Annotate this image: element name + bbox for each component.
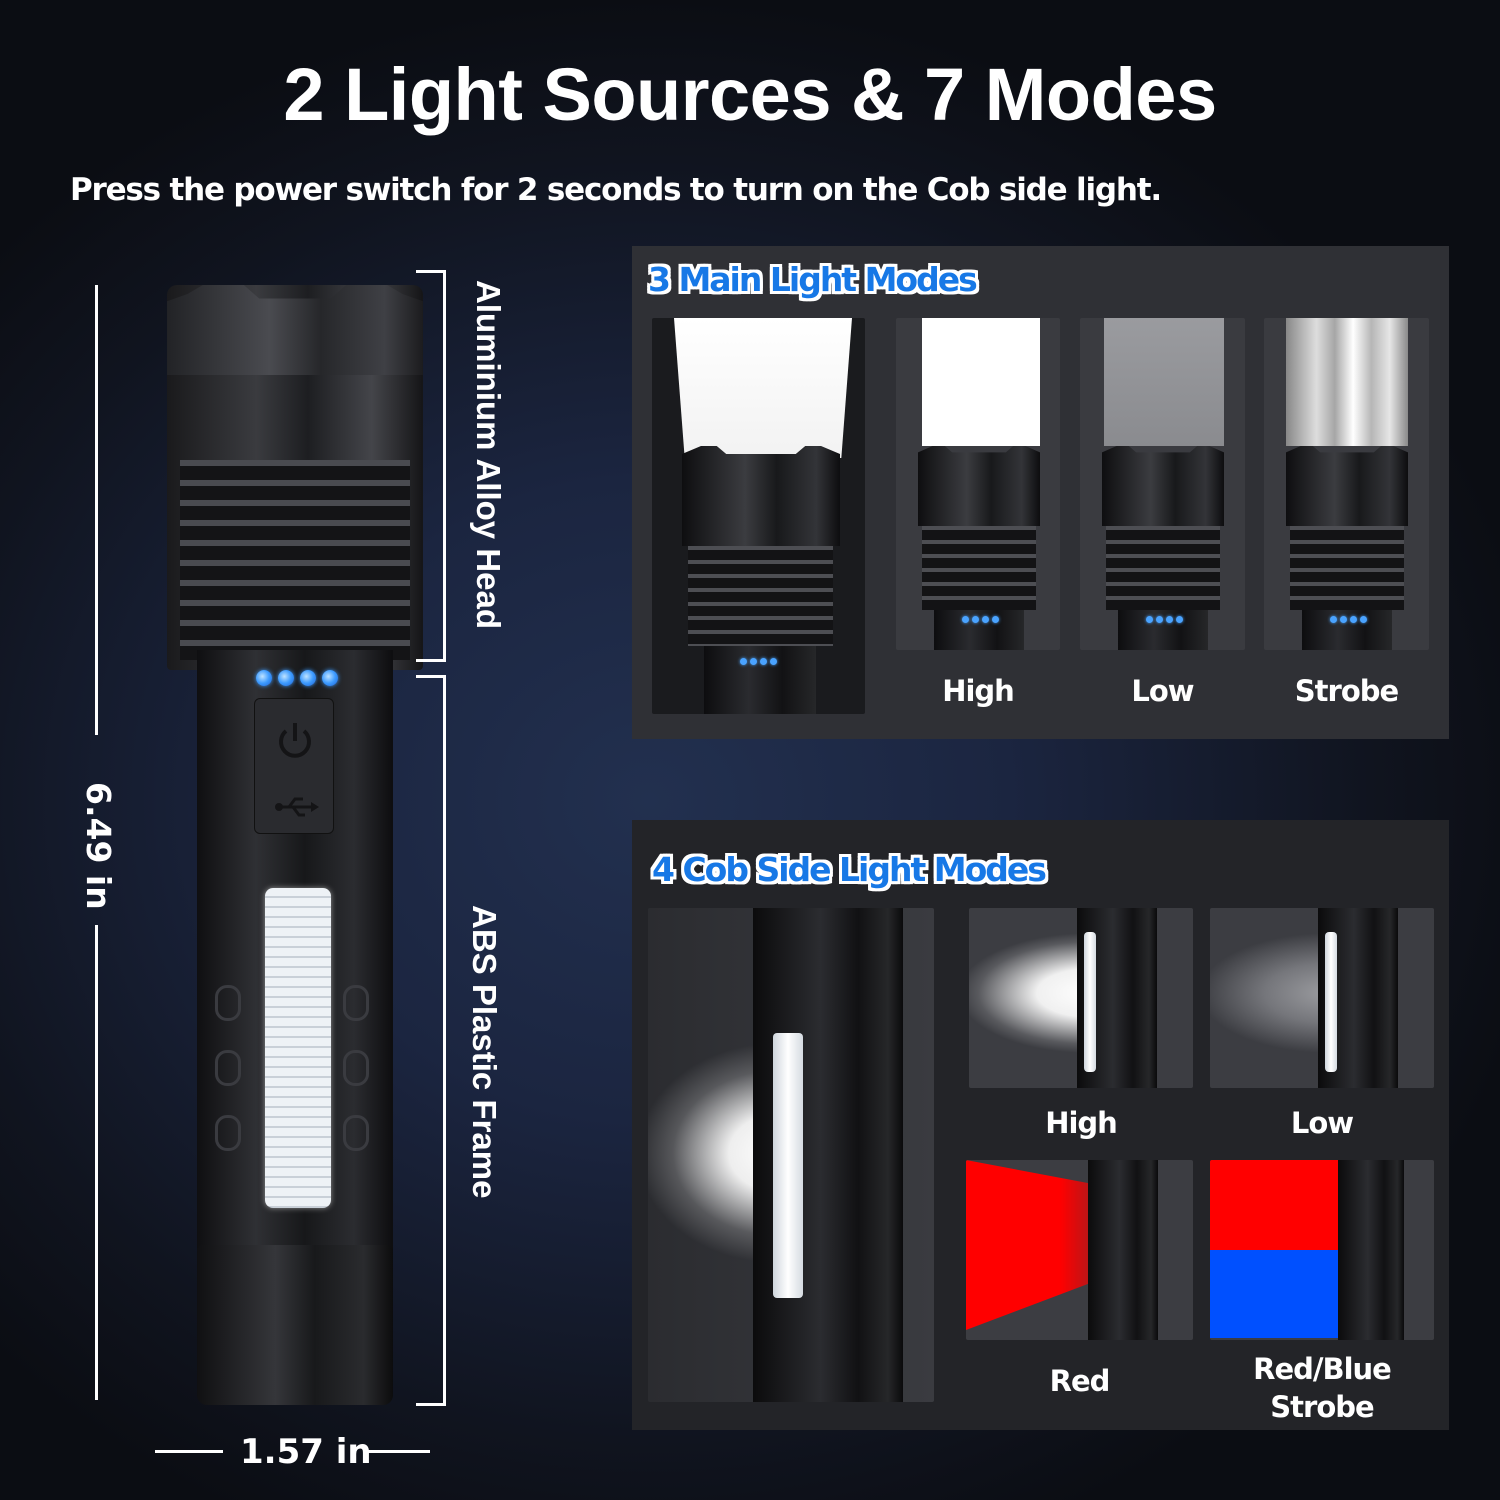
usb-icon bbox=[275, 797, 319, 817]
width-dimension-line bbox=[366, 1450, 430, 1453]
main-mode-high-image bbox=[896, 318, 1060, 650]
main-mode-high-label: High bbox=[942, 674, 1015, 708]
flashlight-cooling-fins bbox=[180, 460, 410, 660]
label-line-1: Red/Blue bbox=[1253, 1352, 1392, 1386]
grip-notch bbox=[343, 1115, 369, 1151]
grip-notch bbox=[215, 985, 241, 1021]
grip-notch bbox=[343, 1050, 369, 1086]
torch-body bbox=[1118, 610, 1208, 650]
cob-strip bbox=[1084, 932, 1096, 1072]
head-bracket bbox=[416, 270, 446, 662]
frame-material-label: ABS Plastic Frame bbox=[466, 905, 503, 1199]
main-mode-strobe-label: Strobe bbox=[1294, 674, 1399, 708]
battery-indicator bbox=[962, 616, 999, 623]
torch-fins bbox=[1106, 526, 1220, 610]
battery-led-icon bbox=[256, 670, 272, 686]
beam-dim bbox=[1104, 318, 1224, 446]
length-label: 6.49 in bbox=[79, 782, 118, 910]
cob-mode-red-label: Red bbox=[1049, 1364, 1111, 1398]
beam-strobe bbox=[1286, 318, 1408, 446]
torch-head bbox=[1286, 446, 1408, 526]
cob-mode-low-label: Low bbox=[1290, 1106, 1354, 1140]
instruction-text: Press the power switch for 2 seconds to … bbox=[70, 172, 1162, 208]
power-switch-panel bbox=[254, 698, 334, 834]
label-line-2: Strobe bbox=[1270, 1390, 1374, 1424]
main-modes-panel: 3 Main Light Modes High Low bbox=[632, 246, 1449, 739]
width-label: 1.57 in bbox=[240, 1432, 372, 1472]
battery-indicator bbox=[740, 658, 777, 665]
battery-indicator bbox=[1330, 616, 1367, 623]
page-title: 2 Light Sources & 7 Modes bbox=[283, 53, 1217, 136]
torch-head bbox=[682, 446, 840, 546]
cob-strip bbox=[773, 1033, 803, 1298]
battery-led-icon bbox=[300, 670, 316, 686]
torch-head bbox=[1102, 446, 1224, 526]
battery-led-icon bbox=[322, 670, 338, 686]
torch-fins bbox=[688, 546, 833, 646]
torch-fins bbox=[922, 526, 1036, 610]
cob-modes-heading: 4 Cob Side Light Modes bbox=[652, 850, 1047, 889]
torch-head bbox=[918, 446, 1040, 526]
main-mode-low-image bbox=[1080, 318, 1245, 650]
flashlight-tail bbox=[197, 1245, 393, 1405]
grip-notch bbox=[215, 1115, 241, 1151]
beam-red bbox=[1210, 1160, 1340, 1250]
cob-mode-redblue-image bbox=[1210, 1160, 1434, 1340]
battery-indicator bbox=[1146, 616, 1183, 623]
battery-led-icon bbox=[278, 670, 294, 686]
torch-body bbox=[1302, 610, 1392, 650]
main-modes-heading: 3 Main Light Modes bbox=[648, 260, 978, 299]
cob-modes-panel: 4 Cob Side Light Modes High Low Red Red/… bbox=[632, 820, 1449, 1430]
torch-body bbox=[1338, 1160, 1404, 1340]
torch-body bbox=[1088, 1160, 1158, 1340]
beam-white bbox=[674, 318, 852, 458]
cob-mode-red-image bbox=[966, 1160, 1193, 1340]
beam-bright bbox=[922, 318, 1040, 446]
cob-mode-high-image bbox=[969, 908, 1193, 1088]
length-dimension-line bbox=[95, 285, 98, 735]
main-mode-low-label: Low bbox=[1131, 674, 1194, 708]
beam-red bbox=[966, 1160, 1101, 1330]
grip-notch bbox=[215, 1050, 241, 1086]
cob-strip bbox=[1325, 932, 1337, 1072]
main-mode-strobe-image bbox=[1264, 318, 1429, 650]
cob-mode-redblue-label: Red/Blue Strobe bbox=[1210, 1350, 1434, 1426]
torch-body bbox=[704, 646, 816, 714]
cob-mode-high-label: High bbox=[1045, 1106, 1118, 1140]
head-material-label: Aluminium Alloy Head bbox=[470, 280, 507, 629]
cob-mode-low-image bbox=[1210, 908, 1434, 1088]
battery-indicator bbox=[256, 670, 338, 686]
length-dimension-line bbox=[95, 925, 98, 1400]
torch-body bbox=[934, 610, 1024, 650]
flashlight-bezel bbox=[167, 285, 423, 375]
cob-side-light bbox=[265, 888, 331, 1208]
torch-fins bbox=[1290, 526, 1404, 610]
power-icon bbox=[279, 723, 311, 758]
grip-notch bbox=[343, 985, 369, 1021]
beam-blue bbox=[1210, 1250, 1340, 1338]
width-dimension-line bbox=[155, 1450, 223, 1453]
cob-mode-hero-image bbox=[648, 908, 934, 1402]
main-mode-hero-image bbox=[652, 318, 865, 714]
frame-bracket bbox=[416, 675, 446, 1406]
